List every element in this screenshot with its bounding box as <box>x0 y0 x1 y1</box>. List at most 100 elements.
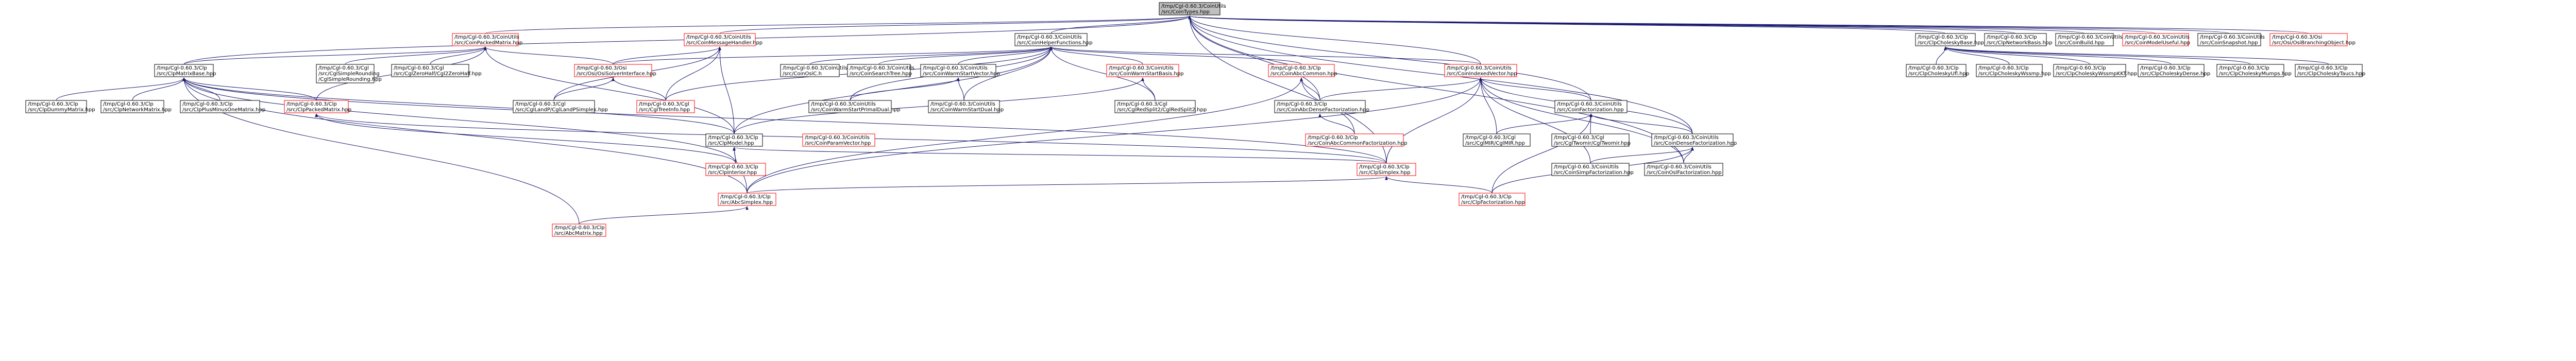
file-node[interactable]: /tmp/Cgl-0.60.3/Cgl/src/CglLandP/CglLand… <box>513 100 608 113</box>
node-label-line: /tmp/Cgl-0.60.3/CoinUtils <box>1557 101 1622 107</box>
file-node[interactable]: /tmp/Cgl-0.60.3/Clp/src/ClpMatrixBase.hp… <box>154 64 216 77</box>
file-node[interactable]: /tmp/Cgl-0.60.3/Clp/src/ClpNetworkMatrix… <box>100 100 172 113</box>
file-node[interactable]: /tmp/Cgl-0.60.3/Clp/src/ClpDummyMatrix.h… <box>25 100 95 113</box>
dependency-edge <box>183 46 487 65</box>
dependency-edge <box>718 46 735 134</box>
node-label-line: /src/CglLandP/CglLandPSimplex.hpp <box>515 107 608 113</box>
dependency-edge <box>747 77 1482 194</box>
file-node[interactable]: /tmp/Cgl-0.60.3/CoinUtils/src/CoinBuild.… <box>2055 33 2123 46</box>
file-node[interactable]: /tmp/Cgl-0.60.3/Clp/src/CoinAbcDenseFact… <box>1274 100 1369 113</box>
file-node[interactable]: /tmp/Cgl-0.60.3/CoinUtils/src/CoinSnapsh… <box>2197 33 2265 46</box>
node-label-line: /tmp/Cgl-0.60.3/Osi <box>2272 35 2323 40</box>
file-node[interactable]: /tmp/Cgl-0.60.3/Clp/src/ClpInterior.hpp <box>705 163 766 176</box>
file-node[interactable]: /tmp/Cgl-0.60.3/Cgl/src/CglZeroHalf/Cgl2… <box>391 64 482 77</box>
dependency-edge <box>1479 77 1497 134</box>
file-node[interactable]: /tmp/Cgl-0.60.3/CoinUtils/src/CoinOslC.h <box>780 64 848 77</box>
dependency-edge <box>1049 46 1143 65</box>
file-node[interactable]: /tmp/Cgl-0.60.3/Osi/src/Osi/OsiSolverInt… <box>574 64 656 77</box>
node-label-line: /tmp/Cgl-0.60.3/Cgl <box>1554 135 1604 141</box>
file-node[interactable]: /tmp/Cgl-0.60.3/Osi/src/Osi/OsiBranching… <box>2269 33 2355 46</box>
node-label-line: /tmp/Cgl-0.60.3/Cgl <box>318 65 369 71</box>
node-box <box>705 133 763 147</box>
file-node[interactable]: /tmp/Cgl-0.60.3/Cgl/src/CglTreeInfo.hpp <box>636 100 695 113</box>
file-node[interactable]: /tmp/Cgl-0.60.3/Clp/src/AbcMatrix.hpp <box>552 224 606 237</box>
file-node[interactable]: /tmp/Cgl-0.60.3/Cgl/src/CglSimpleRoundin… <box>316 64 382 83</box>
file-node[interactable]: /tmp/Cgl-0.60.3/CoinUtils/src/CoinModelU… <box>2122 33 2190 46</box>
file-node[interactable]: /tmp/Cgl-0.60.3/CoinUtils/src/CoinIndexe… <box>1444 64 1517 77</box>
node-box <box>928 100 1000 113</box>
node-label-line: /src/CglRedSplit2/CglRedSplit2.hpp <box>1117 107 1207 113</box>
node-box <box>1459 193 1526 206</box>
file-node[interactable]: /tmp/Cgl-0.60.3/Clp/src/ClpPackedMatrix.… <box>284 100 351 113</box>
node-label-line: /src/CoinSnapshot.hpp <box>2200 40 2258 46</box>
dependency-edge <box>182 77 580 225</box>
node-label-line: /tmp/Cgl-0.60.3/Cgl <box>515 101 566 107</box>
dependency-edge <box>1479 77 1591 164</box>
file-node[interactable]: /tmp/Cgl-0.60.3/Clp/src/CoinAbcCommon.hp… <box>1268 64 1337 77</box>
node-label-line: /tmp/Cgl-0.60.3/Clp <box>28 101 78 107</box>
node-label-line: /tmp/Cgl-0.60.3/Clp <box>1918 35 1968 40</box>
dependency-edge <box>1479 77 1684 164</box>
node-box <box>1268 64 1335 77</box>
node-label-line: /tmp/Cgl-0.60.3/Cgl <box>394 65 444 71</box>
file-node[interactable]: /tmp/Cgl-0.60.3/CoinUtils/src/CoinFactor… <box>1554 100 1628 113</box>
node-label-line: /tmp/Cgl-0.60.3/Cgl <box>639 101 689 107</box>
node-label-line: /src/ClpFactorization.hpp <box>1461 200 1525 205</box>
file-node[interactable]: /tmp/Cgl-0.60.3/Clp/src/ClpCholeskyDense… <box>2138 64 2210 77</box>
node-label-line: /src/CoinAbcCommonFactorization.hpp <box>1308 141 1407 146</box>
node-box <box>2053 64 2126 77</box>
node-box <box>705 163 766 176</box>
file-node[interactable]: /tmp/Cgl-0.60.3/CoinUtils/src/CoinHelper… <box>1014 33 1093 46</box>
file-node[interactable]: /tmp/Cgl-0.60.3/CoinUtils/src/CoinSearch… <box>847 64 914 77</box>
node-label-line: /src/CoinWarmStartVector.hpp <box>923 71 1000 77</box>
file-node[interactable]: /tmp/Cgl-0.60.3/CoinUtils/src/CoinWarmSt… <box>928 100 1004 113</box>
file-node[interactable]: /tmp/Cgl-0.60.3/CoinUtils/src/CoinPacked… <box>452 33 522 46</box>
file-node[interactable]: /tmp/Cgl-0.60.3/Cgl/src/CglTwomir/CglTwo… <box>1551 133 1631 147</box>
dependency-edge <box>1385 176 1493 194</box>
file-node[interactable]: /tmp/Cgl-0.60.3/Clp/src/AbcSimplex.hpp <box>718 193 776 206</box>
dependency-edge <box>579 206 749 225</box>
root-node[interactable]: /tmp/Cgl-0.60.3/CoinUtils/src/CoinTypes.… <box>1159 2 1226 15</box>
node-label-line: /tmp/Cgl-0.60.3/Clp <box>1987 35 2037 40</box>
file-node[interactable]: /tmp/Cgl-0.60.3/Clp/src/ClpCholeskyWssmp… <box>2053 64 2137 77</box>
file-node[interactable]: /tmp/Cgl-0.60.3/CoinUtils/src/CoinParamV… <box>802 133 875 147</box>
node-label-line: /src/CoinWarmStartDual.hpp <box>930 107 1004 113</box>
file-node[interactable]: /tmp/Cgl-0.60.3/Clp/src/ClpPlusMinusOneM… <box>180 100 265 113</box>
node-label-line: /src/ClpPlusMinusOneMatrix.hpp <box>182 107 265 113</box>
node-label-line: /tmp/Cgl-0.60.3/Clp <box>2219 65 2269 71</box>
file-node[interactable]: /tmp/Cgl-0.60.3/Cgl/src/CglRedSplit2/Cgl… <box>1114 100 1207 113</box>
file-node[interactable]: /tmp/Cgl-0.60.3/Cgl/src/CglMIR/CglMIR.hp… <box>1463 133 1531 147</box>
file-node[interactable]: /tmp/Cgl-0.60.3/CoinUtils/src/CoinWarmSt… <box>808 100 901 113</box>
node-label-line: /src/CoinSimpFactorization.hpp <box>1554 170 1634 176</box>
node-label-line: /src/ClpCholeskyBase.hpp <box>1918 40 1984 46</box>
file-node[interactable]: /tmp/Cgl-0.60.3/Clp/src/ClpCholeskyTaucs… <box>2295 64 2365 77</box>
dependency-edge <box>1188 15 1693 134</box>
dependency-edge <box>182 77 317 101</box>
dependency-edge <box>878 46 1053 65</box>
file-node[interactable]: /tmp/Cgl-0.60.3/CoinUtils/src/CoinDenseF… <box>1651 133 1737 147</box>
node-label-line: /tmp/Cgl-0.60.3/Clp <box>103 101 154 107</box>
file-node[interactable]: /tmp/Cgl-0.60.3/Clp/src/CoinAbcCommonFac… <box>1305 133 1407 147</box>
file-node[interactable]: /tmp/Cgl-0.60.3/Clp/src/ClpCholeskyUfl.h… <box>1906 64 1969 77</box>
nodes-layer: /tmp/Cgl-0.60.3/CoinUtils/src/CoinTypes.… <box>25 2 2365 237</box>
file-node[interactable]: /tmp/Cgl-0.60.3/CoinUtils/src/CoinOslFac… <box>1644 163 1723 176</box>
file-node[interactable]: /tmp/Cgl-0.60.3/CoinUtils/src/CoinWarmSt… <box>920 64 1000 77</box>
node-label-line: /tmp/Cgl-0.60.3/CoinUtils <box>805 135 870 141</box>
file-node[interactable]: /tmp/Cgl-0.60.3/Clp/src/ClpCholeskyWssmp… <box>1976 64 2051 77</box>
node-label-line: /src/ClpCholeskyMumps.hpp <box>2219 71 2292 77</box>
file-node[interactable]: /tmp/Cgl-0.60.3/CoinUtils/src/CoinMessag… <box>684 33 762 46</box>
node-label-line: /tmp/Cgl-0.60.3/CoinUtils <box>811 101 876 107</box>
file-node[interactable]: /tmp/Cgl-0.60.3/Clp/src/ClpSimplex.hpp <box>1357 163 1416 176</box>
file-node[interactable]: /tmp/Cgl-0.60.3/Clp/src/ClpCholeskyMumps… <box>2216 64 2292 77</box>
node-label-line: /tmp/Cgl-0.60.3/CoinUtils <box>1447 65 1512 71</box>
node-box <box>1984 33 2047 46</box>
file-node[interactable]: /tmp/Cgl-0.60.3/Clp/src/ClpFactorization… <box>1459 193 1526 206</box>
file-node[interactable]: /tmp/Cgl-0.60.3/Clp/src/ClpModel.hpp <box>705 133 763 147</box>
node-label-line: /src/Osi/OsiBranchingObject.hpp <box>2272 40 2355 46</box>
file-node[interactable]: /tmp/Cgl-0.60.3/CoinUtils/src/CoinSimpFa… <box>1551 163 1634 176</box>
node-label-line: /tmp/Cgl-0.60.3/CoinUtils <box>1017 35 1082 40</box>
file-node[interactable]: /tmp/Cgl-0.60.3/Clp/src/ClpCholeskyBase.… <box>1915 33 1984 46</box>
edges-layer <box>56 15 2329 225</box>
file-node[interactable]: /tmp/Cgl-0.60.3/CoinUtils/src/CoinWarmSt… <box>1106 64 1183 77</box>
file-node[interactable]: /tmp/Cgl-0.60.3/Clp/src/ClpNetworkBasis.… <box>1984 33 2053 46</box>
